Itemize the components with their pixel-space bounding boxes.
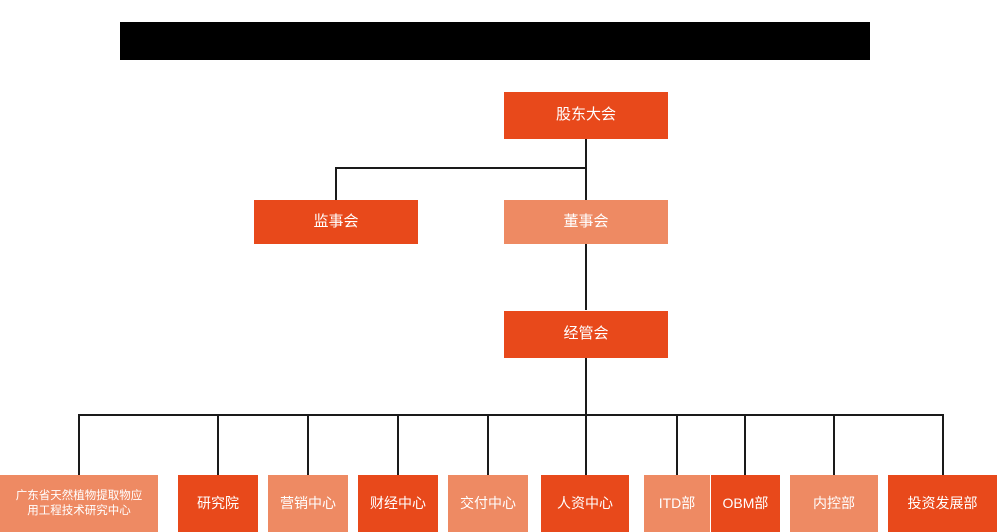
connector-drop-dept-9	[833, 414, 835, 475]
connector-department-bus	[78, 414, 943, 416]
node-department[interactable]: 广东省天然植物提取物应 用工程技术研究中心	[0, 475, 158, 532]
node-label: 交付中心	[460, 494, 516, 511]
node-label: 股东大会	[555, 106, 616, 124]
connector-management-to-bus	[585, 357, 587, 416]
node-department[interactable]: 研究院	[178, 475, 258, 532]
node-department[interactable]: 营销中心	[268, 475, 348, 532]
connector-drop-dept-2	[217, 414, 219, 475]
node-department[interactable]: 交付中心	[448, 475, 528, 532]
connector-drop-dept-5	[487, 414, 489, 475]
node-board-of-directors[interactable]: 董事会	[504, 200, 668, 244]
connector-supervisors-down	[335, 167, 337, 200]
redacted-title-bar	[120, 22, 870, 60]
connector-drop-dept-8	[744, 414, 746, 475]
connector-drop-dept-6	[585, 414, 587, 475]
node-department[interactable]: 财经中心	[358, 475, 438, 532]
node-department[interactable]: 内控部	[790, 475, 878, 532]
node-label: 人资中心	[557, 494, 613, 511]
node-shareholders-meeting[interactable]: 股东大会	[504, 92, 668, 139]
connector-drop-dept-4	[397, 414, 399, 475]
connector-drop-dept-1	[78, 414, 80, 475]
connector-drop-dept-7	[676, 414, 678, 475]
connector-directors-to-management	[585, 243, 587, 310]
node-label: 研究院	[197, 494, 239, 511]
node-label: 广东省天然植物提取物应 用工程技术研究中心	[15, 490, 143, 517]
node-department[interactable]: ITD部	[644, 475, 710, 532]
node-department[interactable]: 人资中心	[541, 475, 629, 532]
node-department[interactable]: OBM部	[711, 475, 780, 532]
node-label: 监事会	[313, 212, 359, 230]
node-label: 内控部	[813, 494, 855, 511]
node-label: 董事会	[563, 212, 609, 230]
node-department[interactable]: 投资发展部	[888, 475, 997, 532]
node-label: 经管会	[563, 325, 609, 343]
node-label: OBM部	[722, 494, 769, 511]
connector-shareholders-down	[585, 138, 587, 168]
node-board-of-supervisors[interactable]: 监事会	[254, 200, 418, 244]
node-label: ITD部	[658, 494, 696, 511]
node-label: 财经中心	[370, 494, 426, 511]
node-label: 投资发展部	[907, 494, 978, 511]
connector-drop-dept-3	[307, 414, 309, 475]
node-label: 营销中心	[280, 494, 336, 511]
node-management-committee[interactable]: 经管会	[504, 311, 668, 358]
connector-drop-dept-10	[942, 414, 944, 475]
connector-directors-down	[585, 167, 587, 200]
connector-shareholders-horizontal	[335, 167, 587, 169]
